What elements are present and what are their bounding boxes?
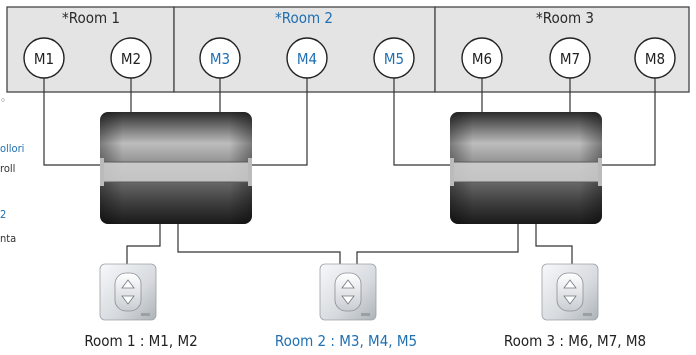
side-text-2: ollori (0, 142, 24, 155)
motor-m5: M5 (373, 37, 415, 79)
room-title-1: *Room 1 (62, 9, 120, 27)
svg-text:M4: M4 (297, 50, 317, 68)
control-unit-1 (100, 112, 252, 224)
control-label-3: Room 3 : M6, M7, M8 (504, 332, 646, 350)
svg-text:M3: M3 (210, 50, 230, 68)
motor-m7: M7 (549, 37, 591, 79)
svg-text:M8: M8 (645, 50, 665, 68)
control-unit-2 (450, 112, 602, 224)
motor-m2: M2 (110, 37, 152, 79)
wall-switch-2 (319, 263, 377, 321)
svg-text:M7: M7 (560, 50, 580, 68)
side-text-4: 2 (0, 208, 6, 221)
side-text-1: ◦ (0, 94, 6, 107)
motor-m8: M8 (634, 37, 676, 79)
svg-text:M5: M5 (384, 50, 404, 68)
room-title-2: *Room 2 (275, 9, 333, 27)
control-label-1: Room 1 : M1, M2 (84, 332, 197, 350)
room-title-3: *Room 3 (536, 9, 594, 27)
motor-m3: M3 (199, 37, 241, 79)
svg-text:M1: M1 (34, 50, 54, 68)
svg-text:M6: M6 (472, 50, 492, 68)
motor-m6: M6 (461, 37, 503, 79)
motor-m4: M4 (286, 37, 328, 79)
wall-switch-3 (541, 263, 599, 321)
motor-m1: M1 (23, 37, 65, 79)
wall-switch-1 (99, 263, 157, 321)
control-label-2: Room 2 : M3, M4, M5 (275, 332, 417, 350)
side-text-3: roll (0, 162, 15, 175)
svg-text:M2: M2 (121, 50, 141, 68)
side-text-5: nta (0, 232, 16, 245)
